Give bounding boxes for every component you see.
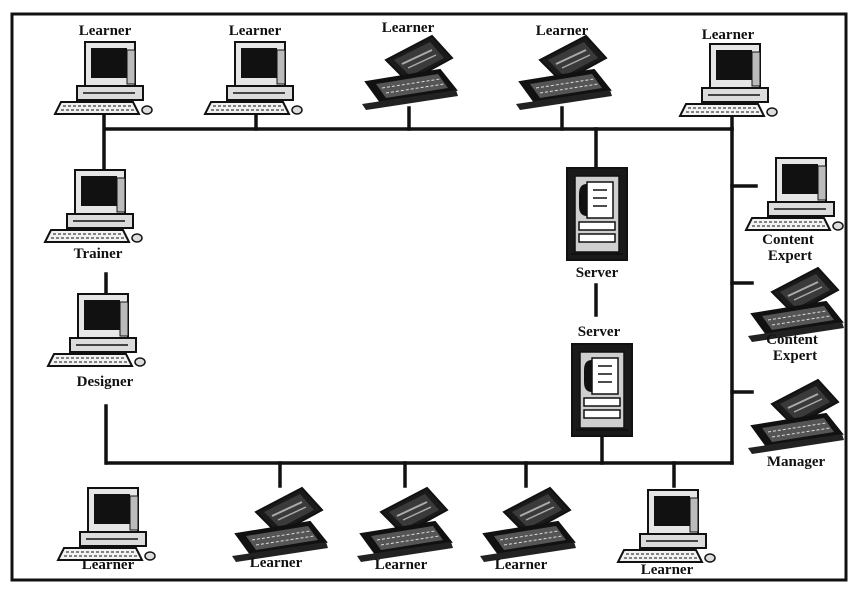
node-learner-bottom-4: Learner xyxy=(480,488,576,573)
node-learner-top-1: Learner xyxy=(55,23,152,114)
node-server-1: Server xyxy=(567,168,627,281)
node-label: Learner xyxy=(375,557,428,573)
node-label: Learner xyxy=(250,555,303,571)
desktop-computer-icon xyxy=(48,294,145,366)
node-label-line-2: Expert xyxy=(773,348,817,364)
desktop-computer-icon xyxy=(618,490,715,562)
node-learner-bottom-3: Learner xyxy=(357,488,453,573)
node-label: Trainer xyxy=(74,246,123,262)
node-trainer: Trainer xyxy=(45,170,142,262)
laptop-computer-icon xyxy=(357,488,453,562)
node-label: Learner xyxy=(229,23,282,39)
node-label: Learner xyxy=(79,23,132,39)
node-learner-top-5: Learner xyxy=(680,27,777,116)
laptop-computer-icon xyxy=(232,488,328,562)
node-label: Learner xyxy=(641,562,694,578)
desktop-computer-icon xyxy=(45,170,142,242)
desktop-computer-icon xyxy=(58,488,155,560)
node-learner-top-3: Learner xyxy=(362,20,458,110)
node-designer: Designer xyxy=(48,294,145,390)
desktop-computer-icon xyxy=(680,44,777,116)
node-learner-bottom-1: Learner xyxy=(58,488,155,573)
node-content-expert-1: Content Expert xyxy=(746,158,843,264)
laptop-computer-icon xyxy=(748,268,844,342)
node-learner-top-2: Learner xyxy=(205,23,302,114)
node-label-line-1: Content xyxy=(766,332,818,348)
desktop-computer-icon xyxy=(55,42,152,114)
network-wiring xyxy=(104,108,756,486)
node-label: Learner xyxy=(82,557,135,573)
node-label: Server xyxy=(578,324,621,340)
desktop-computer-icon xyxy=(205,42,302,114)
node-label: Learner xyxy=(495,557,548,573)
node-learner-bottom-5: Learner xyxy=(618,490,715,578)
node-label: Server xyxy=(576,265,619,281)
server-tower-icon xyxy=(572,344,632,436)
laptop-computer-icon xyxy=(362,36,458,110)
node-label-line-1: Content xyxy=(762,232,814,248)
node-label-line-2: Expert xyxy=(768,248,812,264)
laptop-computer-icon xyxy=(480,488,576,562)
node-label: Learner xyxy=(702,27,755,43)
node-content-expert-2: Content Expert xyxy=(748,268,844,364)
laptop-computer-icon xyxy=(516,36,612,110)
node-server-2: Server xyxy=(572,324,632,436)
node-learner-top-4: Learner xyxy=(516,23,612,110)
laptop-computer-icon xyxy=(748,380,844,454)
desktop-computer-icon xyxy=(746,158,843,230)
node-label: Manager xyxy=(767,454,826,470)
node-learner-bottom-2: Learner xyxy=(232,488,328,571)
node-manager: Manager xyxy=(748,380,844,470)
node-label: Learner xyxy=(536,23,589,39)
server-tower-icon xyxy=(567,168,627,260)
node-label: Learner xyxy=(382,20,435,36)
node-label: Designer xyxy=(77,374,134,390)
